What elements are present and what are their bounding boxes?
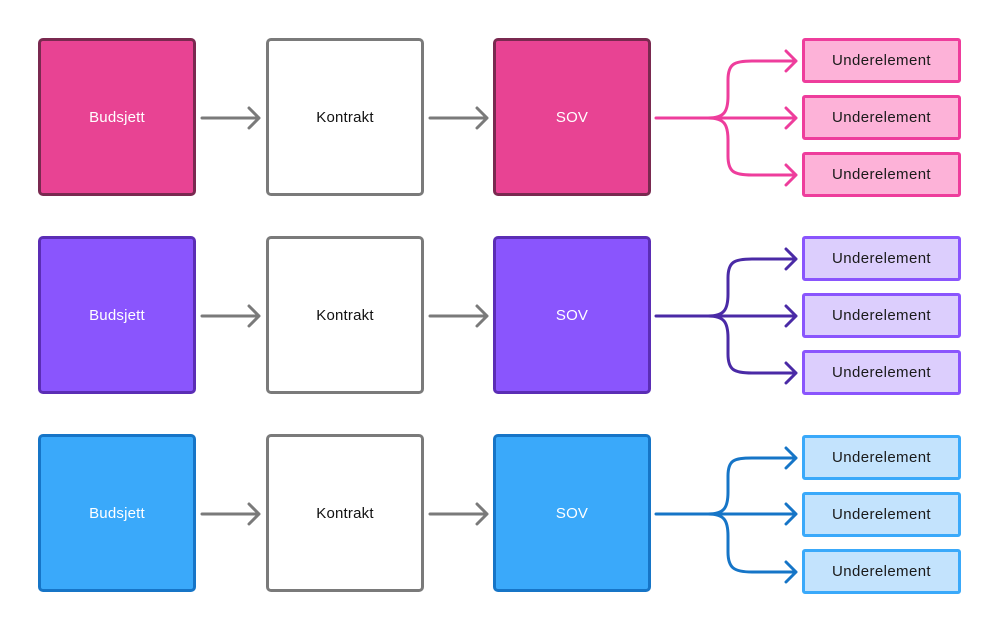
subitem-node[interactable]: Underelement: [802, 435, 961, 480]
sov-node[interactable]: SOV: [493, 38, 651, 196]
subitem-node[interactable]: Underelement: [802, 152, 961, 197]
sov-node[interactable]: SOV: [493, 434, 651, 592]
branch-arrows-row-3: [654, 446, 798, 584]
contract-node[interactable]: Kontrakt: [266, 38, 424, 196]
budget-node[interactable]: Budsjett: [38, 236, 196, 394]
arrow-budget-to-contract: [200, 502, 261, 526]
arrow-budget-to-contract: [200, 106, 261, 130]
budget-node[interactable]: Budsjett: [38, 38, 196, 196]
contract-node[interactable]: Kontrakt: [266, 236, 424, 394]
contract-node[interactable]: Kontrakt: [266, 434, 424, 592]
arrow-contract-to-sov: [428, 502, 489, 526]
subitem-node[interactable]: Underelement: [802, 549, 961, 594]
sov-node[interactable]: SOV: [493, 236, 651, 394]
subitem-node[interactable]: Underelement: [802, 350, 961, 395]
branch-arrows-row-2: [654, 247, 798, 385]
subitem-node[interactable]: Underelement: [802, 38, 961, 83]
subitem-node[interactable]: Underelement: [802, 236, 961, 281]
arrow-contract-to-sov: [428, 106, 489, 130]
arrow-budget-to-contract: [200, 304, 261, 328]
budget-node[interactable]: Budsjett: [38, 434, 196, 592]
subitem-node[interactable]: Underelement: [802, 492, 961, 537]
subitem-node[interactable]: Underelement: [802, 293, 961, 338]
branch-arrows-row-1: [654, 49, 798, 187]
arrow-contract-to-sov: [428, 304, 489, 328]
subitem-node[interactable]: Underelement: [802, 95, 961, 140]
